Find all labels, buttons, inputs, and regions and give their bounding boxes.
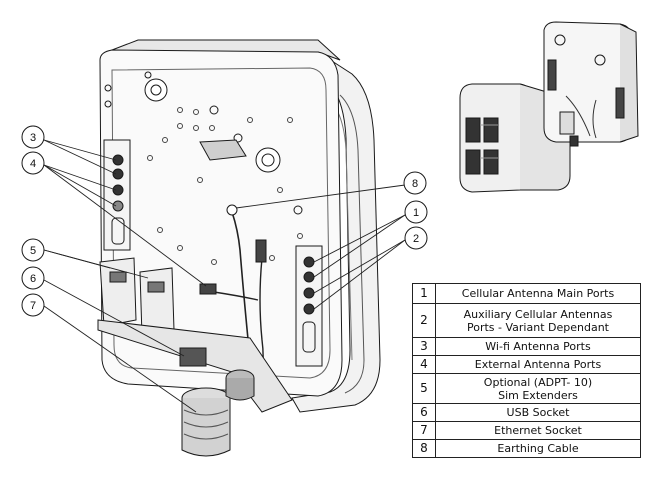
legend-row: 3 Wi-fi Antenna Ports bbox=[412, 337, 641, 356]
legend-row: 7 Ethernet Socket bbox=[412, 421, 641, 440]
cellular-main-port-2 bbox=[303, 271, 315, 283]
usb-socket bbox=[179, 347, 207, 367]
sim-chip-1 bbox=[109, 271, 127, 283]
mount-screw bbox=[144, 71, 152, 79]
callout-3: 3 bbox=[21, 125, 45, 149]
earthing-ring bbox=[226, 204, 238, 216]
antenna-connector bbox=[255, 239, 267, 263]
callout-2: 2 bbox=[404, 226, 428, 250]
external-port-top bbox=[112, 184, 124, 196]
device-thumbnail-front bbox=[459, 83, 571, 193]
legend-description-line: Ports - Variant Dependant bbox=[467, 320, 609, 334]
legend-description: Wi-fi Antenna Ports bbox=[435, 337, 641, 356]
legend-description: Cellular Antenna Main Ports bbox=[435, 283, 641, 304]
left-slot bbox=[111, 217, 125, 245]
mount-hole-center-inner bbox=[261, 153, 275, 167]
gland-body bbox=[225, 378, 255, 401]
legend-description-line: Auxiliary Cellular Antennas bbox=[463, 307, 613, 321]
cellular-aux-port-1 bbox=[303, 287, 315, 299]
sim-chip-2 bbox=[147, 281, 165, 293]
mount-hole-center bbox=[255, 147, 281, 173]
mount-hole-top-left-inner bbox=[150, 84, 162, 96]
mount-screw bbox=[104, 84, 112, 92]
leader-lines bbox=[43, 139, 406, 413]
callout-1: 1 bbox=[404, 200, 428, 224]
legend-description-line: External Antenna Ports bbox=[474, 358, 602, 371]
callout-7: 7 bbox=[21, 293, 45, 317]
wifi-port-bottom bbox=[112, 168, 124, 180]
mount-screw bbox=[233, 133, 243, 143]
svg-text:7: 7 bbox=[30, 300, 36, 312]
legend-row: 1 Cellular Antenna Main Ports bbox=[412, 283, 641, 304]
ethernet-socket-ridges bbox=[183, 409, 229, 440]
legend-description: USB Socket bbox=[435, 403, 641, 422]
svg-text:2: 2 bbox=[413, 233, 419, 245]
svg-text:5: 5 bbox=[30, 245, 36, 257]
cellular-main-port-1 bbox=[303, 256, 315, 268]
bottom-bracket bbox=[97, 319, 293, 413]
legend-number: 7 bbox=[412, 421, 436, 440]
legend-number: 5 bbox=[412, 373, 436, 404]
legend-description: Optional (ADPT- 10)Sim Extenders bbox=[435, 373, 641, 404]
mount-screw bbox=[293, 205, 303, 215]
callout-4: 4 bbox=[21, 151, 45, 175]
callout-5: 5 bbox=[21, 238, 45, 262]
svg-text:4: 4 bbox=[30, 158, 36, 170]
mount-hole-top-left bbox=[144, 78, 168, 102]
svg-text:6: 6 bbox=[30, 273, 36, 285]
legend-row: 8 Earthing Cable bbox=[412, 439, 641, 458]
legend-description: Ethernet Socket bbox=[435, 421, 641, 440]
svg-text:1: 1 bbox=[413, 207, 419, 219]
legend-description: Earthing Cable bbox=[435, 439, 641, 458]
legend-description-line: Sim Extenders bbox=[498, 388, 578, 402]
device-thumbnail-back bbox=[543, 21, 639, 147]
legend-row: 6 USB Socket bbox=[412, 403, 641, 422]
mount-screw bbox=[209, 105, 219, 115]
device-main bbox=[97, 39, 381, 457]
hole-pattern bbox=[147, 107, 303, 265]
legend-description-line: Wi-fi Antenna Ports bbox=[485, 340, 591, 353]
legend-description-line: USB Socket bbox=[506, 406, 570, 419]
callout-6: 6 bbox=[21, 266, 45, 290]
antenna-cable-b bbox=[213, 291, 259, 301]
device-inner-plate bbox=[111, 67, 331, 379]
legend-number: 6 bbox=[412, 403, 436, 422]
legend-row: 4 External Antenna Ports bbox=[412, 355, 641, 374]
legend-description-line: Earthing Cable bbox=[497, 442, 579, 455]
legend-number: 3 bbox=[412, 337, 436, 356]
legend-number: 2 bbox=[412, 303, 436, 338]
legend-number: 8 bbox=[412, 439, 436, 458]
wifi-port-top bbox=[112, 154, 124, 166]
label-recess bbox=[199, 139, 247, 161]
svg-text:3: 3 bbox=[30, 132, 36, 144]
legend-description: External Antenna Ports bbox=[435, 355, 641, 374]
legend-number: 4 bbox=[412, 355, 436, 374]
legend-description-line: Optional (ADPT- 10) bbox=[483, 375, 593, 389]
callout-8: 8 bbox=[403, 171, 427, 195]
cellular-aux-port-2 bbox=[303, 303, 315, 315]
svg-text:8: 8 bbox=[412, 178, 418, 190]
right-slot bbox=[302, 321, 316, 353]
legend-description-line: Ethernet Socket bbox=[494, 424, 582, 437]
external-port-bottom bbox=[112, 200, 124, 212]
antenna-connector-2 bbox=[199, 283, 217, 295]
legend-description-line: Cellular Antenna Main Ports bbox=[461, 287, 615, 300]
mount-screw bbox=[104, 100, 112, 108]
device-side-housing bbox=[291, 50, 381, 413]
legend-number: 1 bbox=[412, 283, 436, 304]
device-side-groove bbox=[339, 94, 365, 394]
sim-extender-1 bbox=[99, 257, 137, 327]
